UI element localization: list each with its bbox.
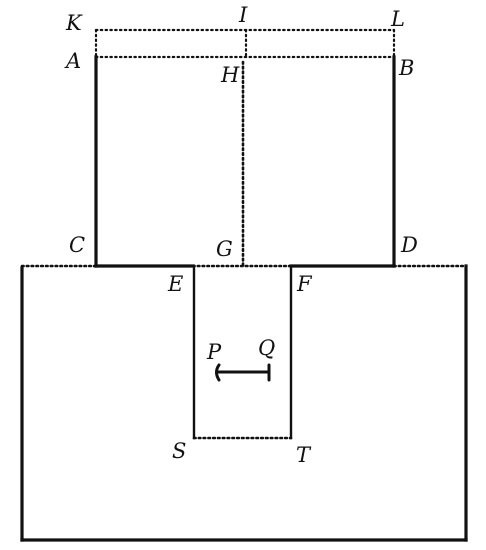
label-I: I [238,3,248,27]
label-T: T [296,443,312,467]
segment-PQ [215,363,271,382]
label-E: E [167,272,183,296]
label-L: L [390,7,405,31]
label-P: P [206,340,222,364]
label-S: S [172,439,186,463]
label-G: G [216,237,233,261]
label-D: D [400,233,418,257]
label-A: A [64,49,81,73]
label-B: B [398,56,414,80]
label-C: C [69,233,85,257]
label-Q: Q [258,336,275,360]
label-K: K [65,11,83,35]
label-F: F [296,272,313,296]
label-H: H [220,63,240,87]
